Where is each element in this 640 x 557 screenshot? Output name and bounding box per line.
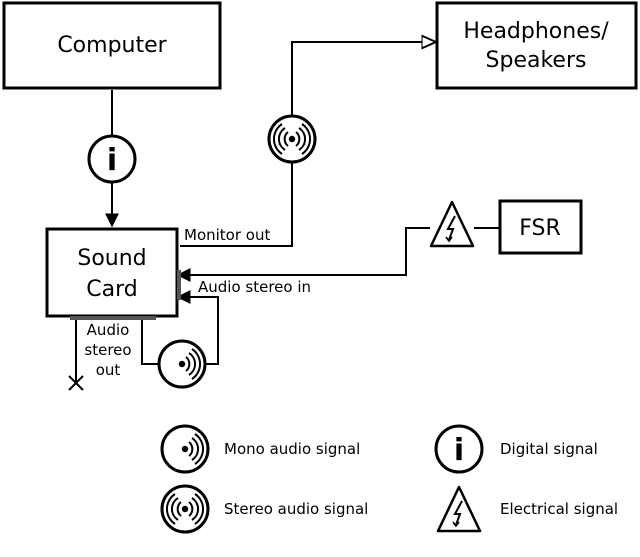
wire-stereo-out bbox=[141, 318, 158, 365]
legend-electrical-icon bbox=[436, 485, 482, 533]
legend-digital-icon: i bbox=[434, 424, 484, 474]
legend-mono-label: Mono audio signal bbox=[224, 440, 360, 458]
fsr-label: FSR bbox=[519, 216, 561, 241]
digital-icon-glyph: i bbox=[107, 143, 117, 178]
audio-stereo-in-label: Audio stereo in bbox=[198, 278, 311, 296]
computer-node: Computer bbox=[2, 1, 222, 90]
wire-electrical-to-soundcard bbox=[176, 227, 430, 282]
electrical-signal-icon bbox=[429, 200, 475, 248]
audio-stereo-out-label-line2: stereo bbox=[84, 341, 131, 359]
stereo-signal-icon bbox=[267, 114, 317, 164]
mono-signal-icon bbox=[157, 339, 207, 389]
legend-digital-glyph: i bbox=[454, 433, 464, 468]
wire-loop-in bbox=[176, 290, 219, 365]
fsr-node: FSR bbox=[498, 199, 583, 255]
digital-signal-icon: i bbox=[87, 134, 137, 184]
soundcard-node: Sound Card bbox=[45, 227, 181, 320]
soundcard-label-line1: Sound bbox=[77, 246, 146, 271]
legend-digital-label: Digital signal bbox=[500, 440, 598, 458]
headphones-node: Headphones/ Speakers bbox=[435, 1, 638, 90]
legend-mono-icon bbox=[160, 424, 210, 474]
audio-stereo-out-label-line3: out bbox=[96, 361, 121, 379]
soundcard-label-line2: Card bbox=[86, 277, 137, 302]
unconnected-x-icon bbox=[68, 375, 84, 391]
wire-stereo-to-headphones bbox=[291, 42, 436, 116]
legend-electrical-label: Electrical signal bbox=[500, 500, 618, 518]
legend-stereo-label: Stereo audio signal bbox=[224, 500, 368, 518]
computer-label: Computer bbox=[57, 33, 167, 58]
legend: Mono audio signal Stereo audio signal i … bbox=[160, 424, 618, 534]
audio-stereo-out-label-line1: Audio bbox=[87, 321, 130, 339]
headphones-label-line1: Headphones/ bbox=[463, 19, 609, 44]
legend-stereo-icon bbox=[160, 484, 210, 534]
monitor-out-label: Monitor out bbox=[184, 226, 270, 244]
headphones-label-line2: Speakers bbox=[486, 48, 587, 73]
wire-monitor-out bbox=[180, 162, 293, 247]
